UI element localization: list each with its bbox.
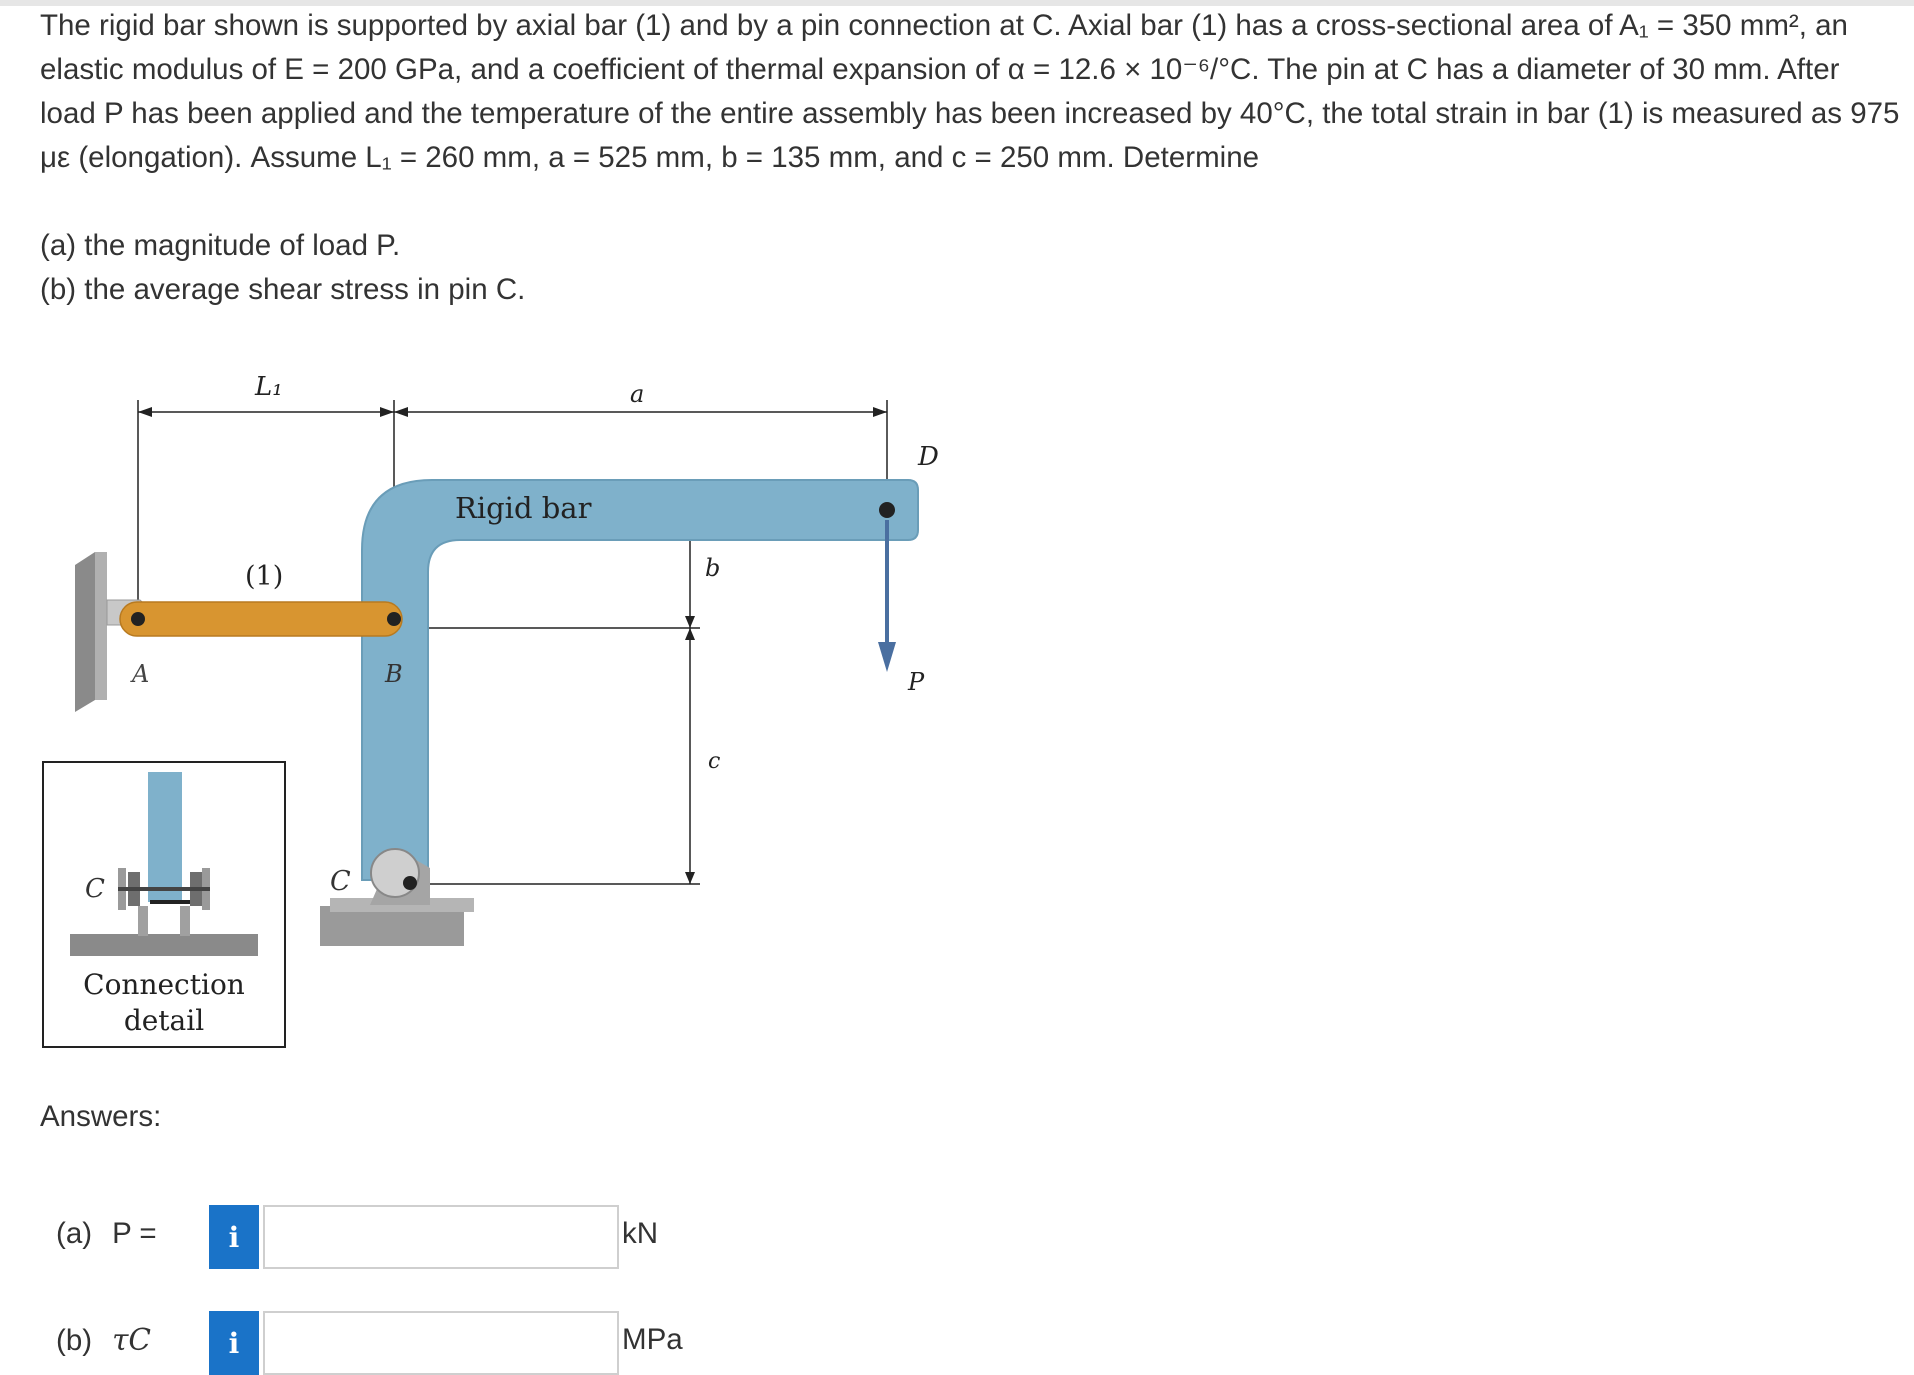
pin-b-icon: [387, 612, 401, 626]
answers-heading: Answers:: [40, 1100, 162, 1133]
answer-b-input[interactable]: [263, 1311, 619, 1375]
answer-a-input[interactable]: [263, 1205, 619, 1269]
answer-a-symbol: P =: [112, 1217, 157, 1250]
top-divider: [0, 0, 1914, 6]
answer-a-part: (a): [56, 1217, 93, 1250]
label-c: C: [330, 866, 351, 897]
problem-figure: L₁ a D Rigid bar (1) b A B P c C C Conne…: [40, 360, 950, 1060]
axial-bar-1: [119, 601, 403, 637]
label-a: A: [130, 660, 149, 688]
label-b: B: [384, 660, 403, 688]
problem-parts: (a) the magnitude of load P. (b) the ave…: [40, 224, 525, 312]
answer-a-unit: kN: [622, 1217, 659, 1250]
info-icon[interactable]: i: [209, 1311, 259, 1375]
answer-b-symbol: τC: [112, 1323, 151, 1357]
answer-a-label: (a) P =: [56, 1217, 157, 1251]
pin-a-icon: [131, 612, 145, 626]
detail-label-c: C: [85, 874, 105, 904]
mechanics-diagram: L₁ a D Rigid bar (1) b A B P c C C Conne…: [42, 372, 939, 1048]
pin-c-support: [320, 848, 474, 946]
connection-detail: [42, 761, 286, 1048]
answer-b-unit: MPa: [622, 1323, 683, 1356]
dim-label-a: a: [630, 380, 644, 408]
label-bar-1: (1): [245, 561, 283, 592]
load-p-arrow: [878, 502, 896, 672]
problem-statement: The rigid bar shown is supported by axia…: [40, 4, 1900, 180]
label-p: P: [907, 668, 925, 696]
label-d: D: [917, 442, 939, 472]
label-rigid-bar: Rigid bar: [455, 491, 592, 525]
detail-caption-line2: detail: [124, 1004, 204, 1037]
part-a-text: (a) the magnitude of load P.: [40, 229, 401, 262]
problem-text: The rigid bar shown is supported by axia…: [40, 9, 1900, 174]
dim-label-c: c: [708, 749, 720, 774]
dim-label-b: b: [705, 554, 720, 582]
detail-caption-line1: Connection: [83, 968, 245, 1001]
info-icon[interactable]: i: [209, 1205, 259, 1269]
answer-b-part: (b): [56, 1324, 93, 1357]
rigid-bar: [361, 479, 919, 881]
dim-label-l1: L₁: [254, 372, 283, 402]
part-b-text: (b) the average shear stress in pin C.: [40, 273, 526, 306]
answer-b-label: (b) τC: [56, 1323, 151, 1358]
